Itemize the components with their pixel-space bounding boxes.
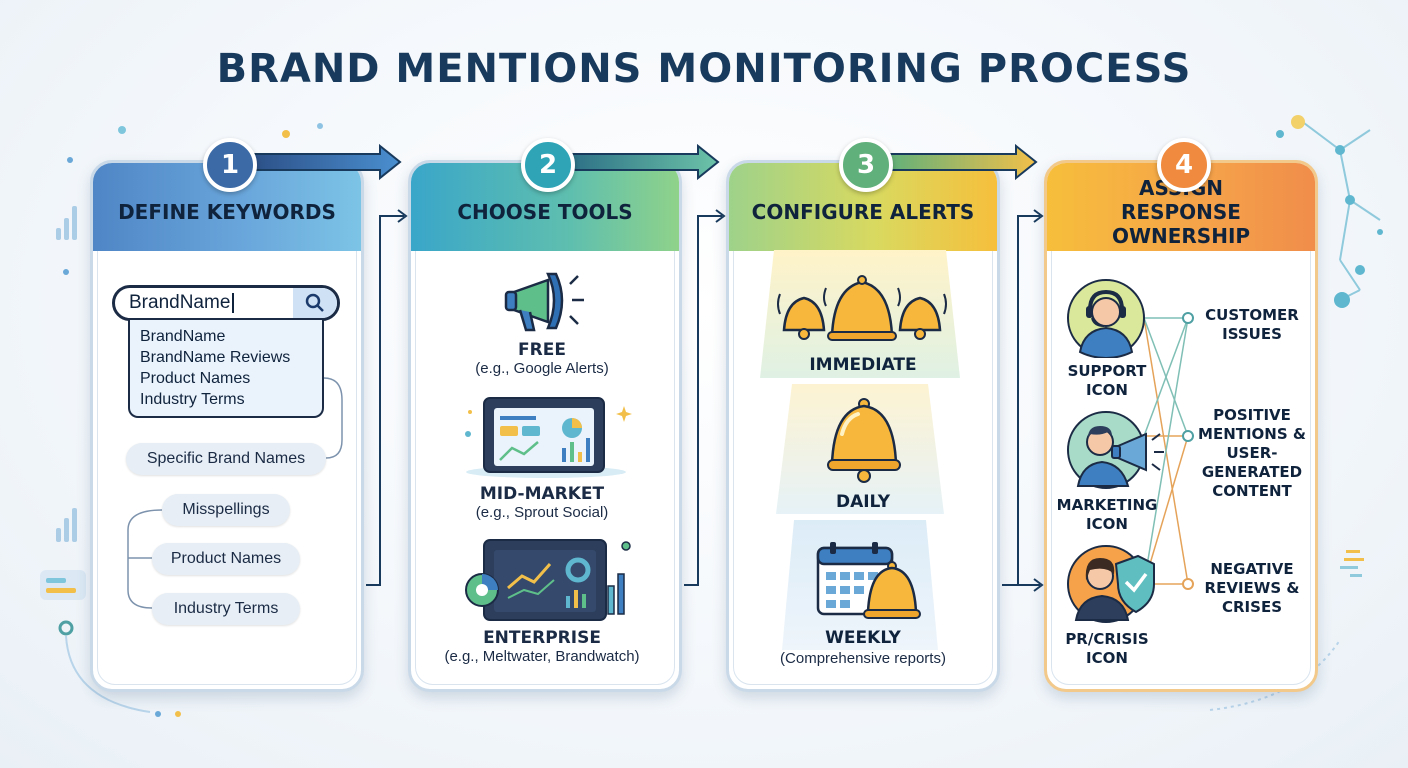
bells-icon [777, 275, 947, 341]
dashboard-icon [465, 397, 632, 478]
tool-tier-mid-market: MID-MARKET (e.g., Sprout Social) [412, 484, 672, 521]
keyword-pill: Product Names [152, 543, 300, 575]
alert-frequency-weekly: WEEKLY [825, 628, 901, 648]
topic-positive-mentions: POSITIVE MENTIONS & USER-GENERATED CONTE… [1198, 406, 1306, 500]
analytics-dashboard-icon [465, 539, 631, 621]
alert-frequency-immediate: IMMEDIATE [809, 355, 917, 375]
step-number-badge: 1 [203, 138, 257, 192]
tier-name: MID-MARKET [479, 484, 605, 504]
search-button[interactable] [293, 288, 337, 318]
suggestion-item[interactable]: BrandName [140, 328, 226, 345]
role-label-pr-crisis: PR/CRISIS ICON [1065, 630, 1149, 667]
tier-name: ENTERPRISE [483, 628, 601, 648]
calendar-bell-icon [816, 542, 921, 619]
tier-name: FREE [518, 340, 566, 360]
step-number-badge: 2 [521, 138, 575, 192]
tool-tier-free: FREE (e.g., Google Alerts) [412, 340, 672, 377]
megaphone-icon [504, 272, 584, 332]
topic-negative-reviews: NEGATIVE REVIEWS & CRISES [1204, 560, 1300, 616]
step-number-badge: 3 [839, 138, 893, 192]
role-label-support: SUPPORT ICON [1067, 362, 1147, 399]
pr-shield-icon [1067, 545, 1155, 623]
suggestion-item[interactable]: Industry Terms [140, 391, 245, 408]
page-title: BRAND MENTIONS MONITORING PROCESS [216, 46, 1192, 92]
suggestion-item[interactable]: Product Names [140, 370, 251, 387]
bell-icon [827, 398, 901, 483]
tier-example: (e.g., Meltwater, Brandwatch) [444, 648, 640, 665]
support-agent-icon [1067, 279, 1145, 358]
suggestion-dropdown: BrandName BrandName Reviews Product Name… [128, 320, 324, 418]
role-label-marketing: MARKETING ICON [1056, 496, 1158, 533]
keyword-pill: Misspellings [162, 494, 290, 526]
keyword-search-input[interactable]: BrandName [112, 285, 340, 321]
keyword-pill-primary: Specific Brand Names [126, 443, 326, 475]
tier-example: (e.g., Google Alerts) [475, 360, 609, 377]
step-number-badge: 4 [1157, 138, 1211, 192]
step-card-assign-ownership: ASSIGN RESPONSE OWNERSHIP [1044, 160, 1318, 692]
topic-customer-issues: CUSTOMER ISSUES [1205, 306, 1299, 343]
search-value: BrandName [129, 292, 231, 313]
search-icon [305, 293, 324, 312]
suggestion-item[interactable]: BrandName Reviews [140, 349, 291, 366]
ownership-connectors [1143, 312, 1194, 590]
tier-example: (e.g., Sprout Social) [475, 504, 609, 521]
tool-tier-enterprise: ENTERPRISE (e.g., Meltwater, Brandwatch) [412, 628, 672, 665]
alert-weekly-note: (Comprehensive reports) [780, 650, 946, 667]
alert-frequency-daily: DAILY [835, 492, 891, 512]
keyword-pill: Industry Terms [152, 593, 300, 625]
marketing-megaphone-icon [1067, 411, 1164, 489]
